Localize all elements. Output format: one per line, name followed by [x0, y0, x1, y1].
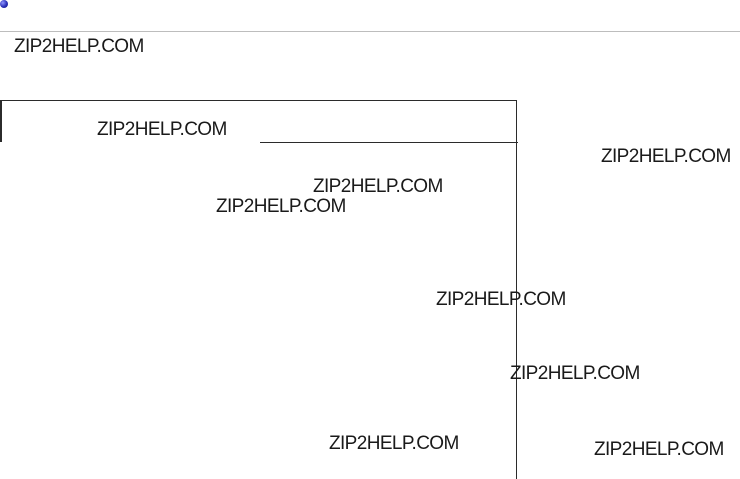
- watermark-text: ZIP2HELP.COM: [594, 439, 724, 460]
- watermark-text: ZIP2HELP.COM: [436, 289, 566, 310]
- watermark-text: ZIP2HELP.COM: [14, 36, 144, 57]
- frame-left-edge: [0, 100, 2, 142]
- watermark-text: ZIP2HELP.COM: [216, 196, 346, 217]
- watermark-text: ZIP2HELP.COM: [510, 363, 640, 384]
- watermark-text: ZIP2HELP.COM: [601, 146, 731, 167]
- header-divider: [0, 31, 740, 32]
- watermark-text: ZIP2HELP.COM: [97, 119, 227, 140]
- content-frame: [0, 100, 517, 479]
- watermark-text: ZIP2HELP.COM: [329, 433, 459, 454]
- frame-inner-divider: [260, 142, 518, 143]
- bullet-dot-icon: [0, 0, 8, 8]
- watermark-text: ZIP2HELP.COM: [313, 176, 443, 197]
